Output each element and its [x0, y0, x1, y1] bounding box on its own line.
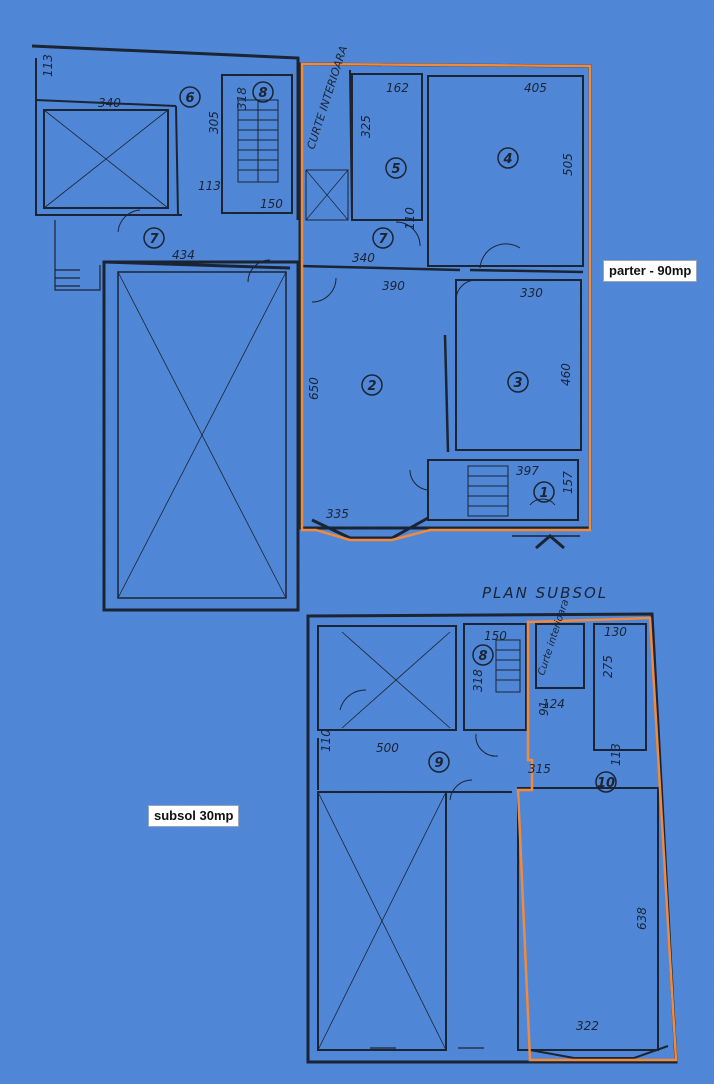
- door-swings: [117, 209, 556, 506]
- dimension-label: 500: [376, 741, 399, 755]
- room-number-circle: [507, 371, 529, 393]
- dimension-label: 150: [484, 629, 507, 643]
- room-number: 8: [478, 649, 487, 664]
- dimension-label: 397: [516, 464, 539, 478]
- dimension-label: 322: [576, 1019, 599, 1033]
- large-hall-left: [102, 260, 300, 612]
- room-number: 2: [367, 379, 376, 394]
- room-number: 10: [597, 776, 615, 791]
- room-9-box: [317, 791, 447, 1051]
- room-number: 4: [502, 152, 512, 167]
- dimension-label: 124: [542, 697, 565, 711]
- dimension-label: 405: [524, 81, 547, 95]
- ground-floor-highlight: [300, 62, 592, 542]
- dimension-label: 275: [601, 655, 615, 678]
- room-number-circle: [385, 157, 407, 179]
- dimension-label: 335: [326, 507, 349, 521]
- room-8-box: [221, 74, 293, 214]
- room-4-box: [427, 75, 584, 267]
- stairs-ground: [237, 99, 279, 183]
- dimension-labels: 1133403053181131501623254055051103404343…: [41, 54, 649, 1033]
- dimension-label: 505: [561, 153, 575, 176]
- room-number-circle: [428, 751, 450, 773]
- room-number: 1: [539, 486, 548, 501]
- room-number-circle: [252, 81, 274, 103]
- dimension-label: 113: [198, 179, 221, 193]
- room-number: 6: [185, 91, 194, 106]
- dimension-label: 434: [172, 248, 195, 262]
- dimension-label: 318: [471, 669, 485, 692]
- dimension-label: 150: [260, 197, 283, 211]
- basement-highlight: [516, 616, 678, 1062]
- basement-plan: [306, 612, 678, 1064]
- plan-subsol-title: PLAN SUBSOL: [482, 584, 608, 602]
- room-number: 7: [378, 232, 388, 247]
- room-number-circle: [361, 374, 383, 396]
- basement-area-label: subsol 30mp: [148, 805, 240, 827]
- room-number: 3: [513, 376, 522, 391]
- room-number-circle: [472, 644, 494, 666]
- room-number-circle: [595, 771, 617, 793]
- dimension-label: 110: [319, 729, 333, 752]
- room-number-circle: [497, 147, 519, 169]
- dimension-label: 460: [559, 363, 573, 386]
- dimension-label: 110: [403, 207, 417, 230]
- dimension-label: 162: [386, 81, 409, 95]
- stairs-entrance: [467, 465, 509, 517]
- dimension-label: 113: [41, 54, 55, 77]
- outside-steps: [54, 220, 101, 291]
- dimension-label: 305: [207, 111, 221, 134]
- room-number: 5: [391, 162, 400, 177]
- room-number: 7: [149, 232, 159, 247]
- room-3-box: [455, 279, 582, 451]
- dimension-label: 638: [635, 907, 649, 930]
- dimension-label: 650: [307, 377, 321, 400]
- room-5-box: [351, 73, 423, 221]
- dimension-label: 157: [561, 471, 575, 494]
- room-6-box: [43, 109, 169, 209]
- room-10-box: [517, 787, 659, 1051]
- dimension-label: 113: [609, 743, 623, 766]
- room-number: 9: [434, 756, 443, 771]
- dimension-label: 330: [520, 286, 543, 300]
- room-number: 8: [258, 86, 267, 101]
- ground-floor-area-label: parter - 90mp: [603, 260, 698, 282]
- ground-floor-plan: [31, 44, 592, 612]
- dimension-label: 91: [537, 701, 551, 716]
- dimension-label: 340: [98, 96, 121, 110]
- dimension-label: 315: [528, 762, 551, 776]
- room-number-circle: [533, 481, 555, 503]
- dimension-label: 390: [382, 279, 405, 293]
- dimension-label: 325: [359, 115, 373, 138]
- dimension-label: 340: [352, 251, 375, 265]
- room-8-basement: [463, 623, 527, 731]
- room-number-circle: [179, 86, 201, 108]
- room-number-circle: [143, 227, 165, 249]
- room-number-circle: [372, 227, 394, 249]
- dimension-label: 130: [604, 625, 627, 639]
- dimension-label: 318: [235, 87, 249, 110]
